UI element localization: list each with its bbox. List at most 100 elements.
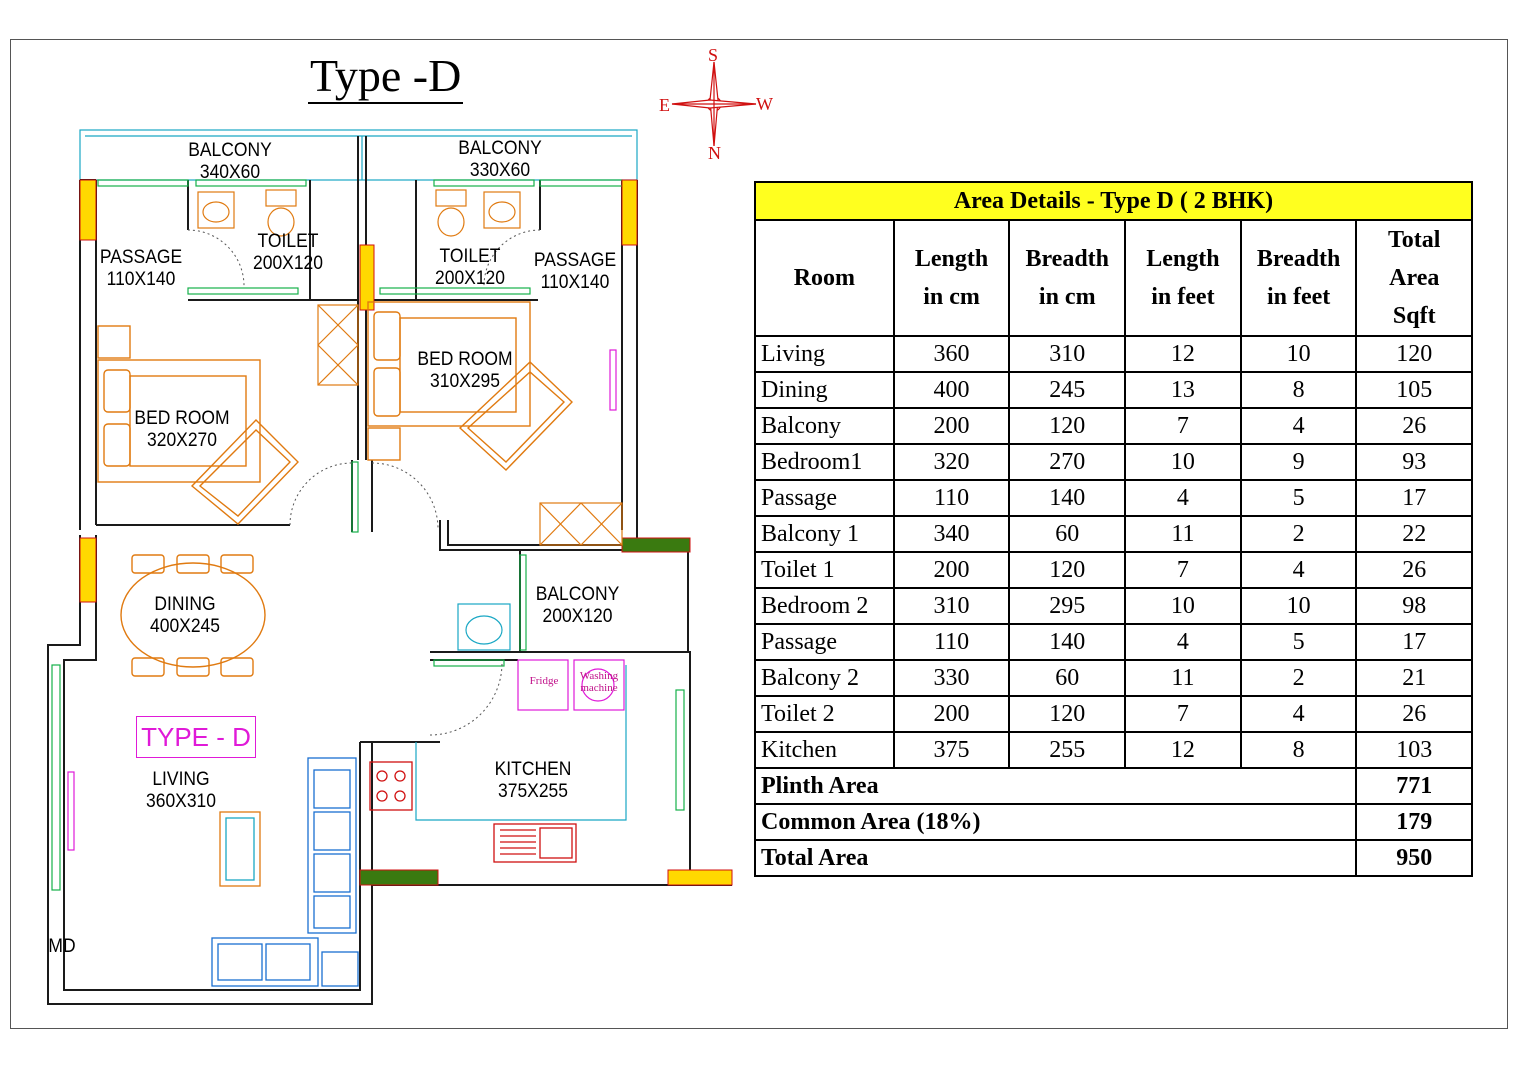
value-cell: 255 <box>1008 731 1127 769</box>
value-cell: 120 <box>1008 407 1127 445</box>
room-name: BED ROOM <box>134 408 230 429</box>
value-cell: 200 <box>892 407 1011 445</box>
value-cell: 120 <box>1008 695 1127 733</box>
value-cell: 26 <box>1355 551 1473 589</box>
value-cell: 26 <box>1355 695 1473 733</box>
value-cell: 22 <box>1355 515 1473 553</box>
value-cell: 400 <box>892 371 1011 409</box>
value-cell: 310 <box>892 587 1011 625</box>
value-cell: 5 <box>1239 479 1358 517</box>
wardrobes <box>317 304 623 546</box>
value-cell: 10 <box>1239 587 1358 625</box>
column-header-line: Area <box>1389 265 1440 291</box>
column-header: Room <box>754 219 895 337</box>
value-cell: 7 <box>1124 551 1242 589</box>
column-header: Breadth in cm <box>1008 219 1127 337</box>
value-cell: 4 <box>1239 695 1358 733</box>
value-cell: 120 <box>1355 335 1473 373</box>
value-cell: 4 <box>1124 479 1242 517</box>
magenta-markers <box>67 349 617 851</box>
summary-label: Common Area (18%) <box>753 803 1358 841</box>
value-cell: 5 <box>1239 623 1358 661</box>
value-cell: 295 <box>1008 587 1127 625</box>
dining-table <box>120 554 266 677</box>
column-header-line: in cm <box>1038 284 1096 310</box>
column-header-line: Breadth <box>1256 246 1341 272</box>
value-cell: 375 <box>892 731 1011 769</box>
sofa <box>211 757 359 987</box>
value-cell: 12 <box>1124 335 1242 373</box>
room-size: 360X310 <box>145 791 216 812</box>
value-cell: 110 <box>892 479 1011 517</box>
value-cell: 10 <box>1124 443 1242 481</box>
value-cell: 360 <box>892 335 1011 373</box>
value-cell: 17 <box>1355 623 1473 661</box>
summary-label: Total Area <box>753 839 1358 877</box>
hob <box>369 761 577 863</box>
fridge-label: Fridge <box>529 675 559 687</box>
kitchen-counter <box>415 603 627 821</box>
summary-label: Plinth Area <box>753 767 1358 805</box>
value-cell: 340 <box>892 515 1011 553</box>
value-cell: 330 <box>892 659 1011 697</box>
value-cell: 200 <box>892 695 1011 733</box>
room-size: 200X120 <box>252 253 323 274</box>
value-cell: 12 <box>1124 731 1242 769</box>
room-size: 375X255 <box>497 781 568 802</box>
column-header-line: Length <box>914 246 989 272</box>
value-cell: 103 <box>1355 731 1473 769</box>
column-header-line: Room <box>793 265 856 291</box>
room-cell: Living <box>754 335 895 373</box>
value-cell: 11 <box>1124 659 1242 697</box>
column-markers <box>79 179 733 886</box>
value-cell: 11 <box>1124 515 1242 553</box>
center-table <box>219 811 261 887</box>
value-cell: 17 <box>1355 479 1473 517</box>
room-cell: Toilet 2 <box>754 695 895 733</box>
room-name: PASSAGE <box>533 250 617 271</box>
value-cell: 2 <box>1239 515 1358 553</box>
room-size: 330X60 <box>469 160 531 181</box>
column-header-line: Total <box>1388 227 1441 253</box>
column-header-line: Sqft <box>1392 303 1436 329</box>
value-cell: 98 <box>1355 587 1473 625</box>
value-cell: 9 <box>1239 443 1358 481</box>
value-cell: 10 <box>1124 587 1242 625</box>
drawing-frame <box>10 39 1508 1029</box>
door-swings <box>187 229 541 736</box>
column-header-line: Breadth <box>1025 246 1110 272</box>
room-name: TOILET <box>257 231 319 252</box>
room-cell: Bedroom 2 <box>754 587 895 625</box>
value-cell: 310 <box>1008 335 1127 373</box>
room-size: 200X120 <box>542 606 613 627</box>
value-cell: 320 <box>892 443 1011 481</box>
value-cell: 8 <box>1239 731 1358 769</box>
room-cell: Kitchen <box>754 731 895 769</box>
value-cell: 120 <box>1008 551 1127 589</box>
room-name: BALCONY <box>535 584 620 605</box>
room-name: PASSAGE <box>99 247 183 268</box>
value-cell: 270 <box>1008 443 1127 481</box>
compass-north: N <box>708 143 721 163</box>
column-header-line: in feet <box>1266 284 1331 310</box>
room-name: BALCONY <box>458 138 542 159</box>
value-cell: 4 <box>1239 551 1358 589</box>
room-cell: Passage <box>754 623 895 661</box>
toilet-fixtures <box>197 189 521 237</box>
value-cell: 140 <box>1008 479 1127 517</box>
value-cell: 93 <box>1355 443 1473 481</box>
room-size: 320X270 <box>146 430 217 451</box>
